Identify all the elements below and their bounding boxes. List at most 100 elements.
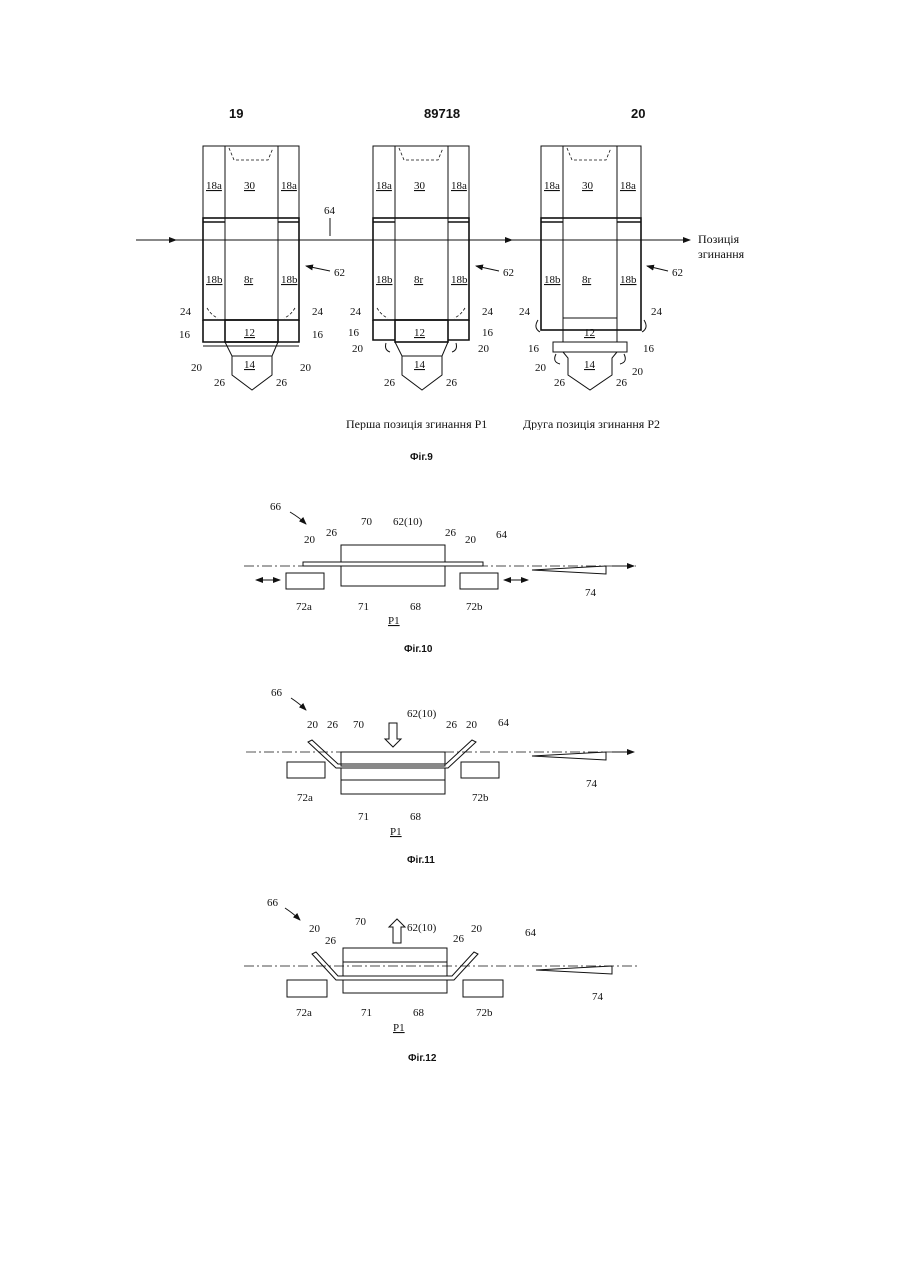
left-page-number: 19 bbox=[229, 106, 243, 121]
right-page-number: 20 bbox=[631, 106, 645, 121]
label-12: 12 bbox=[244, 327, 255, 339]
fig10-caption: Фіг.10 bbox=[404, 644, 432, 655]
label-18a: 18a bbox=[376, 180, 392, 192]
fig11-caption: Фіг.11 bbox=[407, 855, 435, 866]
ref-74: 74 bbox=[592, 991, 604, 1003]
ref-70: 70 bbox=[355, 916, 367, 928]
first-fold-position-label: Перша позиція згинання P1 bbox=[346, 417, 487, 430]
down-arrow-icon bbox=[385, 723, 401, 747]
ref-20: 20 bbox=[307, 719, 319, 731]
ref-62: 62 bbox=[672, 267, 683, 279]
ref-20: 20 bbox=[300, 362, 312, 374]
ref-26: 26 bbox=[445, 527, 457, 539]
ref-20: 20 bbox=[352, 343, 364, 355]
second-fold-position-label: Друга позиція згинання P2 bbox=[523, 417, 660, 430]
fold-position-label: Позиція bbox=[698, 232, 740, 246]
label-14: 14 bbox=[414, 359, 426, 371]
ref-64: 64 bbox=[525, 927, 537, 939]
ref-20: 20 bbox=[465, 534, 477, 546]
label-18b: 18b bbox=[620, 274, 637, 286]
label-18b: 18b bbox=[281, 274, 298, 286]
ref-26: 26 bbox=[554, 377, 566, 389]
label-18b: 18b bbox=[376, 274, 393, 286]
ref-26: 26 bbox=[446, 377, 458, 389]
patent-number: 89718 bbox=[424, 106, 460, 121]
ref-68: 68 bbox=[410, 601, 422, 613]
label-12: 12 bbox=[584, 327, 595, 339]
label-18a: 18a bbox=[451, 180, 467, 192]
label-30: 30 bbox=[244, 180, 256, 192]
ref-72b: 72b bbox=[466, 601, 483, 613]
upper-press-block bbox=[341, 545, 445, 562]
ref-74: 74 bbox=[586, 778, 598, 790]
ref-62-10: 62(10) bbox=[407, 708, 437, 720]
label-18a: 18a bbox=[620, 180, 636, 192]
fold-position-label: згинання bbox=[698, 247, 745, 261]
label-8r: 8r bbox=[244, 274, 254, 286]
lower-press-block bbox=[341, 566, 445, 586]
wedge-guide bbox=[536, 966, 612, 974]
ref-26: 26 bbox=[384, 377, 396, 389]
lower-press-block bbox=[343, 980, 447, 993]
side-block-left bbox=[287, 980, 327, 997]
lower-press-block bbox=[341, 768, 445, 794]
leader-line bbox=[306, 266, 330, 271]
label-14: 14 bbox=[584, 359, 596, 371]
label-18b: 18b bbox=[451, 274, 468, 286]
ref-16: 16 bbox=[528, 343, 540, 355]
side-block-right bbox=[461, 762, 499, 778]
fig12-caption: Фіг.12 bbox=[408, 1053, 436, 1064]
ref-p1: P1 bbox=[390, 826, 402, 838]
ref-16: 16 bbox=[643, 343, 655, 355]
ref-20: 20 bbox=[304, 534, 316, 546]
ref-72b: 72b bbox=[472, 792, 489, 804]
sheet-blank bbox=[303, 562, 483, 566]
sheet-blank bbox=[308, 740, 476, 768]
ref-20: 20 bbox=[471, 923, 483, 935]
ref-24: 24 bbox=[312, 306, 324, 318]
ref-72a: 72a bbox=[296, 601, 312, 613]
ref-20: 20 bbox=[632, 366, 644, 378]
label-8r: 8r bbox=[414, 274, 424, 286]
leader-arrow bbox=[291, 698, 306, 710]
ref-26: 26 bbox=[326, 527, 338, 539]
fig12-drawing: 66 20 26 70 62(10) 26 20 64 72a 71 68 72… bbox=[0, 890, 900, 1050]
ref-71: 71 bbox=[358, 811, 369, 823]
ref-16: 16 bbox=[312, 329, 324, 341]
ref-16: 16 bbox=[179, 329, 191, 341]
fig10-drawing: 66 70 62(10) 26 26 20 20 64 72a 71 68 72… bbox=[0, 490, 900, 640]
leader-arrow bbox=[285, 908, 300, 920]
ref-68: 68 bbox=[413, 1007, 425, 1019]
ref-24: 24 bbox=[350, 306, 362, 318]
ref-72a: 72a bbox=[296, 1007, 312, 1019]
ref-20: 20 bbox=[478, 343, 490, 355]
wedge-guide bbox=[532, 566, 606, 574]
fig9-drawing: 18a 30 18a 18b 8r 18b 12 14 64 24 24 16 … bbox=[0, 130, 900, 430]
label-18b: 18b bbox=[544, 274, 561, 286]
ref-26: 26 bbox=[616, 377, 628, 389]
ref-24: 24 bbox=[482, 306, 494, 318]
ref-74: 74 bbox=[585, 587, 597, 599]
ref-20: 20 bbox=[309, 923, 321, 935]
ref-24: 24 bbox=[180, 306, 192, 318]
ref-20: 20 bbox=[535, 362, 547, 374]
ref-24: 24 bbox=[651, 306, 663, 318]
ref-64: 64 bbox=[324, 205, 336, 217]
ref-16: 16 bbox=[482, 327, 494, 339]
ref-70: 70 bbox=[361, 516, 373, 528]
ref-16: 16 bbox=[348, 327, 360, 339]
side-block-left bbox=[287, 762, 325, 778]
side-block-left bbox=[286, 573, 324, 589]
ref-62-10: 62(10) bbox=[393, 516, 423, 528]
ref-64: 64 bbox=[496, 529, 508, 541]
ref-62: 62 bbox=[334, 267, 345, 279]
ref-26: 26 bbox=[453, 933, 465, 945]
ref-72a: 72a bbox=[297, 792, 313, 804]
label-18a: 18a bbox=[281, 180, 297, 192]
side-block-right bbox=[463, 980, 503, 997]
ref-24: 24 bbox=[519, 306, 531, 318]
ref-62-10: 62(10) bbox=[407, 922, 437, 934]
ref-p1: P1 bbox=[393, 1022, 405, 1034]
fig9-caption: Фіг.9 bbox=[410, 452, 433, 463]
ref-26: 26 bbox=[446, 719, 458, 731]
